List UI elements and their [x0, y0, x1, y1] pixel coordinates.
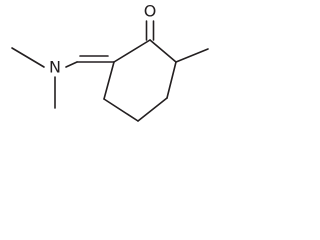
oxygen-atom-label: O — [144, 2, 157, 21]
nitrogen-atom-label: N — [49, 58, 61, 77]
bond-c-n — [65, 61, 78, 68]
bond-ring-c6-c1 — [113, 39, 151, 63]
bond-n-methyl-left — [11, 47, 45, 68]
chemical-structure-diagram: O N — [11, 2, 209, 122]
bond-ring-c4-c5 — [103, 98, 139, 122]
bond-ring-c1-c2 — [149, 39, 177, 63]
bond-ring-c3-c4 — [137, 97, 168, 122]
bond-methyl — [175, 48, 209, 63]
bond-ring-c5-c6 — [103, 61, 115, 100]
bond-ring-c2-c3 — [166, 61, 177, 99]
